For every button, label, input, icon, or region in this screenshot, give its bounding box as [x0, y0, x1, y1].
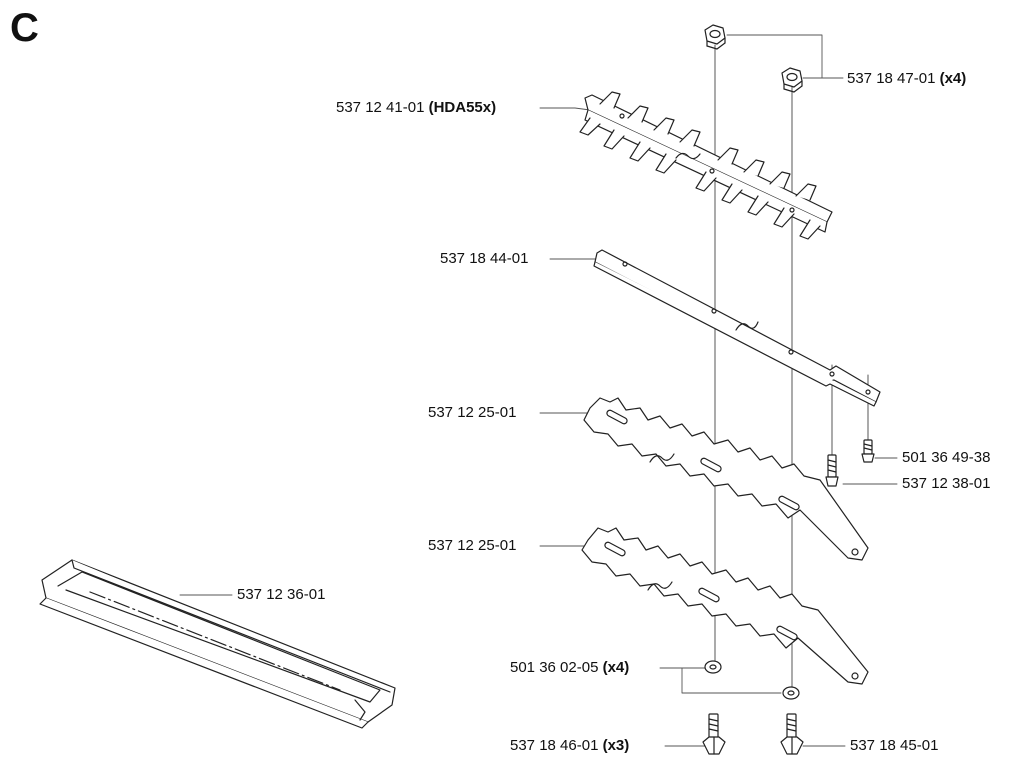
nut-part: [704, 24, 803, 93]
label-nut: 537 18 47-01 (x4): [847, 70, 966, 88]
label-washer-qty: (x4): [602, 659, 630, 676]
nut-right: [781, 67, 803, 93]
screw-large-part: [825, 454, 839, 487]
label-spacer-bar: 537 18 44-01: [440, 250, 528, 268]
label-blade-guard: 537 12 36-01: [237, 586, 325, 604]
label-bolt-left-number: 537 18 46-01: [510, 737, 599, 754]
label-nut-qty: (x4): [939, 70, 967, 87]
label-washer-number: 501 36 02-05: [510, 659, 599, 676]
spacer-bar-part: [593, 249, 881, 407]
cutting-blade-a-part: [583, 397, 869, 561]
leader-lines: [179, 34, 898, 747]
washer-part: [704, 660, 800, 700]
label-bolt-left: 537 18 46-01 (x3): [510, 737, 629, 755]
label-blade-guard-number: 537 12 36-01: [237, 586, 326, 603]
label-upper-blade-number: 537 12 41-01: [336, 99, 425, 116]
label-blade-a-number: 537 12 25-01: [428, 404, 517, 421]
label-washer: 501 36 02-05 (x4): [510, 659, 629, 677]
label-screw-large-number: 537 12 38-01: [902, 475, 991, 492]
label-blade-b: 537 12 25-01: [428, 537, 516, 555]
label-spacer-bar-number: 537 18 44-01: [440, 250, 529, 267]
label-nut-number: 537 18 47-01: [847, 70, 936, 87]
screw-small-part: [861, 439, 875, 463]
blade-guard-part: [39, 559, 396, 729]
label-upper-blade-qty: (HDA55x): [428, 99, 497, 116]
label-bolt-right-number: 537 18 45-01: [850, 737, 939, 754]
bolt-right-part: [780, 713, 804, 755]
cutting-blade-b-part: [581, 527, 869, 685]
section-letter: C: [10, 6, 39, 50]
label-screw-large: 537 12 38-01: [902, 475, 990, 493]
nut-left: [704, 24, 726, 50]
label-blade-b-number: 537 12 25-01: [428, 537, 517, 554]
label-screw-small: 501 36 49-38: [902, 449, 990, 467]
label-bolt-right: 537 18 45-01: [850, 737, 938, 755]
label-blade-a: 537 12 25-01: [428, 404, 516, 422]
bolt-left-part: [702, 713, 726, 755]
label-screw-small-number: 501 36 49-38: [902, 449, 991, 466]
label-upper-blade: 537 12 41-01 (HDA55x): [336, 99, 496, 117]
label-bolt-left-qty: (x3): [602, 737, 630, 754]
upper-blade-part: [579, 91, 833, 240]
